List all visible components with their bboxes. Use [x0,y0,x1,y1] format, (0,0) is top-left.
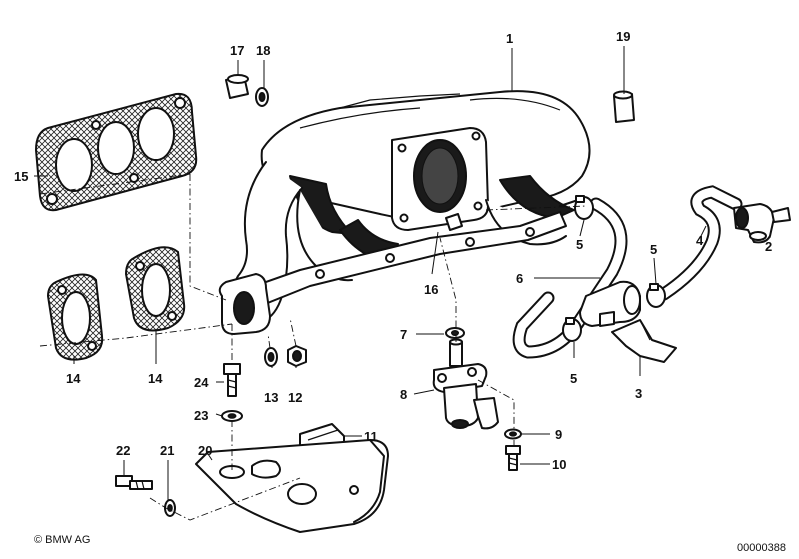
callout-19: 19 [616,29,630,44]
callout-22: 22 [116,443,130,458]
callout-8: 8 [400,387,407,402]
gasket-single-port-right [124,246,186,332]
cap-nut [225,74,249,99]
callout-7: 7 [400,327,407,342]
washer-7 [445,327,465,339]
heat-shield-plate [195,439,389,533]
washer-small [255,87,269,107]
leader-lines [34,46,771,500]
bolt-24 [223,363,241,397]
callout-18: 18 [256,43,270,58]
angled-connector [733,203,791,244]
hose-clamp-mid [646,283,666,308]
callout-12: 12 [288,390,302,405]
callout-16: 16 [424,282,438,297]
callout-5-top: 5 [576,237,583,252]
hex-nut-12 [287,345,307,367]
callout-17: 17 [230,43,244,58]
gasket-single-port-left [46,273,104,361]
hose-clamp-top [574,195,594,220]
callout-9: 9 [555,427,562,442]
callout-11: 11 [364,429,378,444]
reference-numbers: 1 2 3 4 5 5 5 6 7 8 9 10 11 12 13 14 14 … [14,29,772,472]
callout-3: 3 [635,386,642,401]
hose-clamp-bottom [562,317,582,342]
washer-21 [164,499,176,517]
washer-13 [264,347,278,367]
callout-5-bottom: 5 [570,371,577,386]
idle-valve [432,338,499,430]
hose-curved [657,185,743,301]
diagram-id: 00000388 [737,542,786,554]
copyright-text: © BMW AG [34,534,90,546]
callout-20: 20 [198,443,212,458]
screw-10 [505,445,521,471]
callout-24: 24 [194,375,209,390]
callout-14-right: 14 [148,371,163,386]
callout-4: 4 [696,233,704,248]
hose-long [512,197,628,359]
callout-10: 10 [552,457,566,472]
assembly-lines [39,173,587,521]
washer-23 [221,410,243,422]
callout-1: 1 [506,31,513,46]
callout-15: 15 [14,169,28,184]
callout-13: 13 [264,390,278,405]
intake-manifold [218,90,591,335]
bolt-22 [115,475,153,490]
sleeve [613,90,635,123]
callout-21: 21 [160,443,174,458]
callout-5-mid: 5 [650,242,657,257]
callout-14-left: 14 [66,371,81,386]
valve-body [579,280,641,327]
bracket [611,319,677,363]
callout-23: 23 [194,408,208,423]
callout-6: 6 [516,271,523,286]
callout-2: 2 [765,239,772,254]
gasket-three-port [34,92,198,212]
washer-9 [504,428,522,440]
